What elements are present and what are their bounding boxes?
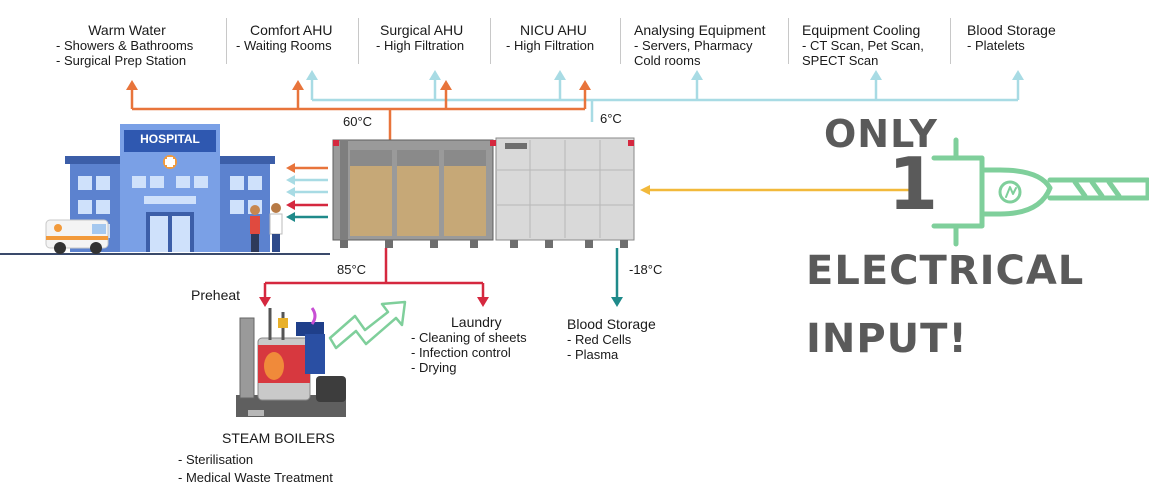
temp-hot-low: 85°C	[337, 262, 367, 277]
column-line: - CT Scan, Pet Scan,	[802, 38, 924, 53]
column-title: NICU AHU	[520, 22, 587, 38]
growth-arrow-icon	[328, 300, 407, 350]
column-line: SPECT Scan	[802, 53, 879, 68]
laundry-line: - Cleaning of sheets	[411, 330, 527, 345]
column-divider	[620, 18, 621, 64]
column-divider	[490, 18, 491, 64]
column-divider	[950, 18, 951, 64]
blood-storage-line: - Red Cells	[567, 332, 632, 347]
column-divider	[226, 18, 227, 64]
column-nicu-ahu: NICU AHU - High Filtration	[506, 22, 594, 53]
heat-pump-unit	[332, 137, 635, 248]
staff-figures	[250, 203, 283, 252]
column-title: Comfort AHU	[250, 22, 333, 38]
steam-boilers-line: - Medical Waste Treatment	[178, 470, 333, 485]
slogan-number: 1	[888, 142, 940, 226]
hospital-sign: HOSPITAL	[140, 132, 200, 146]
column-line: - Platelets	[967, 38, 1025, 53]
column-line: - High Filtration	[376, 38, 465, 53]
laundry-title: Laundry	[451, 314, 502, 330]
column-comfort-ahu: Comfort AHU - Waiting Rooms	[236, 22, 332, 53]
column-line: - High Filtration	[506, 38, 595, 53]
plug-icon	[931, 137, 1149, 247]
steam-boiler	[236, 307, 346, 417]
steam-boilers-title: STEAM BOILERS	[222, 430, 335, 446]
cold-arrowheads	[306, 70, 1024, 80]
steam-boilers-line: - Sterilisation	[178, 452, 254, 467]
electrical-input-arrow	[640, 185, 910, 195]
column-line: - Servers, Pharmacy	[634, 38, 753, 53]
column-divider	[358, 18, 359, 64]
column-line: - Waiting Rooms	[236, 38, 332, 53]
column-title: Warm Water	[88, 22, 166, 38]
hot-arrowheads	[126, 80, 591, 90]
preheat-label: Preheat	[191, 287, 241, 303]
slogan-input: INPUT!	[806, 316, 968, 362]
temp-freeze: -18°C	[629, 262, 663, 277]
blood-storage-block: Blood Storage - Red Cells - Plasma	[567, 316, 656, 362]
slogan-only: ONLY	[824, 112, 938, 156]
column-line: Cold rooms	[634, 53, 701, 68]
column-warm-water: Warm Water - Showers & Bathrooms - Surgi…	[52, 22, 222, 68]
laundry-line: - Drying	[411, 360, 457, 375]
slogan-electrical: ELECTRICAL	[806, 248, 1085, 294]
column-divider	[788, 18, 789, 64]
ambulance	[45, 219, 109, 254]
column-line: - Showers & Bathrooms	[56, 38, 194, 53]
temp-cold: 6°C	[600, 111, 622, 126]
column-title: Surgical AHU	[380, 22, 464, 38]
column-equipment-cooling: Equipment Cooling - CT Scan, Pet Scan, S…	[802, 22, 924, 68]
blood-storage-title: Blood Storage	[567, 316, 656, 332]
supply-arrowheads	[286, 163, 295, 222]
hot-distribution-lines	[130, 86, 587, 140]
supply-arrows-to-hospital	[293, 166, 328, 219]
lower-distribution-lines	[263, 248, 619, 300]
laundry-block: Laundry - Cleaning of sheets - Infection…	[411, 314, 527, 375]
column-surgical-ahu: Surgical AHU - High Filtration	[376, 22, 464, 53]
column-analysing-equipment: Analysing Equipment - Servers, Pharmacy …	[634, 22, 766, 68]
column-blood-storage: Blood Storage - Platelets	[967, 22, 1056, 53]
laundry-line: - Infection control	[411, 345, 511, 360]
lower-arrowheads	[259, 297, 623, 307]
column-title: Analysing Equipment	[634, 22, 766, 38]
temp-hot: 60°C	[343, 114, 373, 129]
steam-boilers-block: STEAM BOILERS - Sterilisation - Medical …	[178, 430, 335, 485]
blood-storage-line: - Plasma	[567, 347, 619, 362]
column-title: Blood Storage	[967, 22, 1056, 38]
column-title: Equipment Cooling	[802, 22, 921, 38]
cold-distribution-lines	[310, 76, 1020, 122]
column-line: - Surgical Prep Station	[56, 53, 187, 68]
